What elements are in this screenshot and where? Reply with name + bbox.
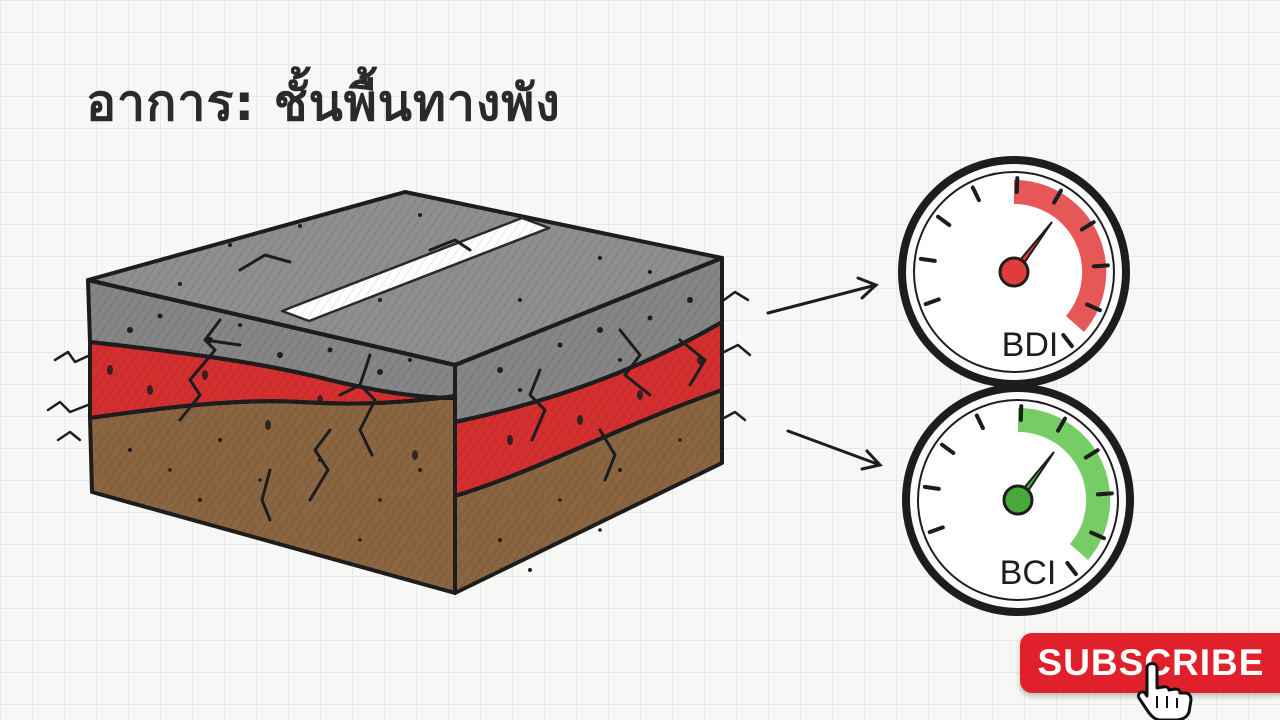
gauge-tick <box>1014 176 1020 194</box>
gauge-tick <box>1085 302 1102 313</box>
page-title: อาการ: ชั้นพื้นทางพัง <box>86 74 561 132</box>
bdi-needle-hub <box>998 256 1030 288</box>
gauge-tick <box>1095 491 1114 497</box>
gauge-tick <box>1052 188 1063 205</box>
gauge-tick <box>1091 263 1110 269</box>
gauge-tick <box>1089 530 1106 541</box>
bci-gauge: BCI <box>902 384 1134 616</box>
gauge-tick <box>1065 561 1078 577</box>
gauge-tick <box>927 525 945 535</box>
bci-label: BCI <box>1000 554 1057 592</box>
gauge-tick <box>1061 333 1074 349</box>
arrow-to-bdi <box>766 276 879 315</box>
gauge-tick <box>918 256 937 263</box>
gauge-tick <box>923 297 941 307</box>
bci-needle-hub <box>1002 484 1034 516</box>
bdi-gauge: BDI <box>898 156 1130 388</box>
pavement-block <box>46 190 752 595</box>
gauge-tick <box>922 484 941 491</box>
gauge-tick <box>974 413 985 431</box>
arrow-to-bci <box>786 429 883 471</box>
gauge-tick <box>1056 416 1067 433</box>
hand-cursor-icon <box>1137 662 1193 720</box>
gauge-tick <box>1018 404 1024 422</box>
gauge-tick <box>1083 448 1100 460</box>
gauge-tick <box>940 442 956 455</box>
gauge-tick <box>970 185 981 203</box>
gauge-tick <box>936 214 952 227</box>
bdi-label: BDI <box>1002 326 1059 364</box>
bci-good-zone <box>1018 407 1111 560</box>
bdi-danger-zone <box>1014 179 1107 332</box>
gauge-tick <box>1079 220 1096 232</box>
